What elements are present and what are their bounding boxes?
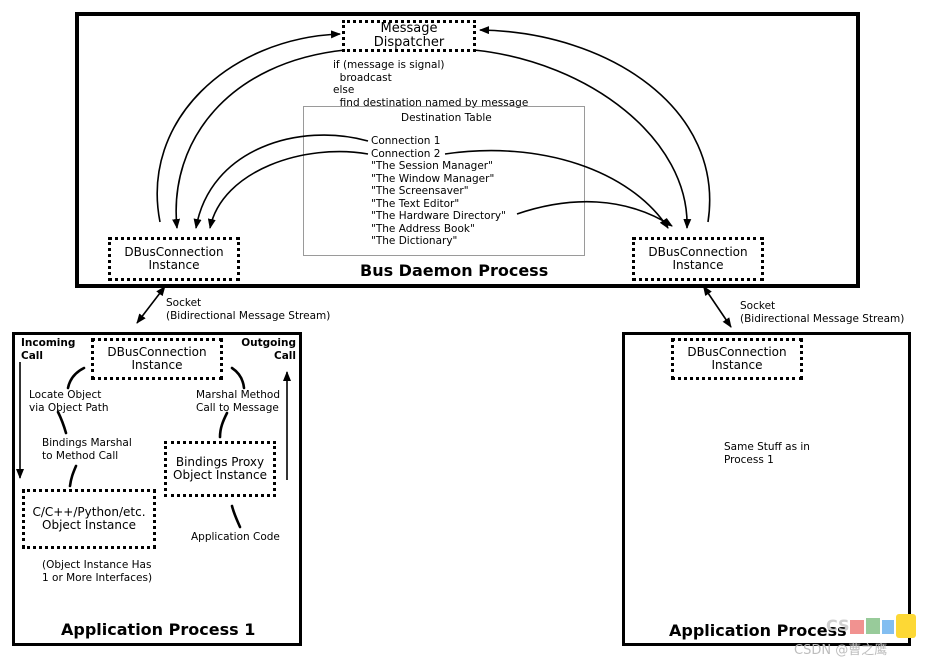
bracket-proxy-to-appcode (230, 504, 242, 529)
object-instance-label: C/C++/Python/etc. Object Instance (32, 505, 146, 532)
arrow-connection2-to-left (207, 150, 369, 229)
arrow-connection1-to-left (193, 134, 369, 229)
logo-letters: CS (826, 616, 850, 635)
destination-entry: "The Session Manager" (371, 160, 493, 172)
app2-connection: DBusConnection Instance (671, 338, 803, 380)
bindings-marshal-label: Bindings Marshal to Method Call (42, 437, 132, 462)
destination-entry: "The Hardware Directory" (371, 210, 506, 222)
application-code-label: Application Code (191, 531, 280, 543)
arrow-connection2-to-right (444, 149, 669, 229)
arrow-hardware-to-right (516, 200, 673, 227)
daemon-right-connection-label: DBusConnection Instance (648, 245, 748, 272)
logo-blue-block (882, 620, 894, 634)
right-socket-label: Socket (Bidirectional Message Stream) (740, 300, 905, 325)
watermark-logo-icon: CS (826, 614, 916, 640)
bus-daemon-process (75, 12, 860, 288)
incoming-call-label: Incoming Call (21, 337, 76, 362)
destination-table-title: Destination Table (401, 112, 492, 124)
arrow-dispatcher-to-right (473, 49, 692, 229)
locate-object-label: Locate Object via Object Path (29, 389, 109, 414)
bracket-marshal-to-proxy (218, 411, 229, 439)
app1-connection: DBusConnection Instance (91, 338, 223, 380)
same-stuff-label: Same Stuff as in Process 1 (724, 441, 810, 466)
watermark-text: CSDN @曹之鹰 (794, 643, 888, 658)
destination-entry: "The Dictionary" (371, 235, 458, 247)
outgoing-call-label: Outgoing Call (241, 337, 296, 362)
arrow-left-to-dispatcher (156, 30, 341, 223)
daemon-left-connection-label: DBusConnection Instance (124, 245, 224, 272)
right-socket-arrow (702, 285, 732, 328)
logo-yellow-block (896, 614, 916, 638)
logo-red-block (850, 620, 864, 634)
dispatch-rule: if (message is signal) broadcast else fi… (333, 59, 529, 109)
arrow-right-to-dispatcher (479, 26, 711, 223)
destination-entry: Connection 1 (371, 135, 441, 147)
bracket-locate-to-bindings (56, 410, 68, 435)
bus-daemon-title: Bus Daemon Process (360, 261, 549, 280)
daemon-right-connection: DBusConnection Instance (632, 237, 764, 281)
destination-table (303, 106, 585, 256)
app2-title: Application Process (669, 621, 847, 640)
destination-entry: Connection 2 (371, 147, 441, 160)
bindings-proxy-box: Bindings Proxy Object Instance (164, 441, 276, 497)
message-dispatcher-label: Message Dispatcher (373, 20, 445, 50)
marshal-method-label: Marshal Method Call to Message (196, 389, 281, 414)
csdn-watermark: CS CSDN @曹之鹰 (790, 612, 932, 658)
destination-entry: "The Address Book" (371, 222, 475, 235)
left-socket-arrow (136, 285, 166, 324)
daemon-left-connection: DBusConnection Instance (108, 237, 240, 281)
arrow-dispatcher-to-left (172, 49, 346, 229)
bracket-connection-to-locate (66, 366, 86, 390)
bindings-proxy-label: Bindings Proxy Object Instance (173, 455, 267, 482)
object-instance-box: C/C++/Python/etc. Object Instance (22, 489, 156, 549)
app1-connection-label: DBusConnection Instance (107, 345, 207, 372)
bracket-connection-to-marshal (230, 366, 246, 390)
app1-title: Application Process 1 (61, 620, 256, 639)
app2-connection-label: DBusConnection Instance (687, 345, 787, 372)
left-socket-label: Socket (Bidirectional Message Stream) (166, 297, 331, 322)
application-process-1 (12, 332, 302, 646)
destination-entry: "The Window Manager" (371, 172, 495, 185)
bracket-bindings-to-object (68, 464, 78, 488)
message-dispatcher: Message Dispatcher (342, 20, 476, 52)
application-process-2 (622, 332, 911, 646)
interfaces-note: (Object Instance Has 1 or More Interface… (42, 559, 153, 584)
destination-table-entries: Connection 1 Connection 2 "The Session M… (371, 135, 506, 248)
destination-entry: "The Text Editor" (371, 197, 460, 210)
destination-entry: "The Screensaver" (371, 185, 469, 197)
logo-green-block (866, 618, 880, 634)
